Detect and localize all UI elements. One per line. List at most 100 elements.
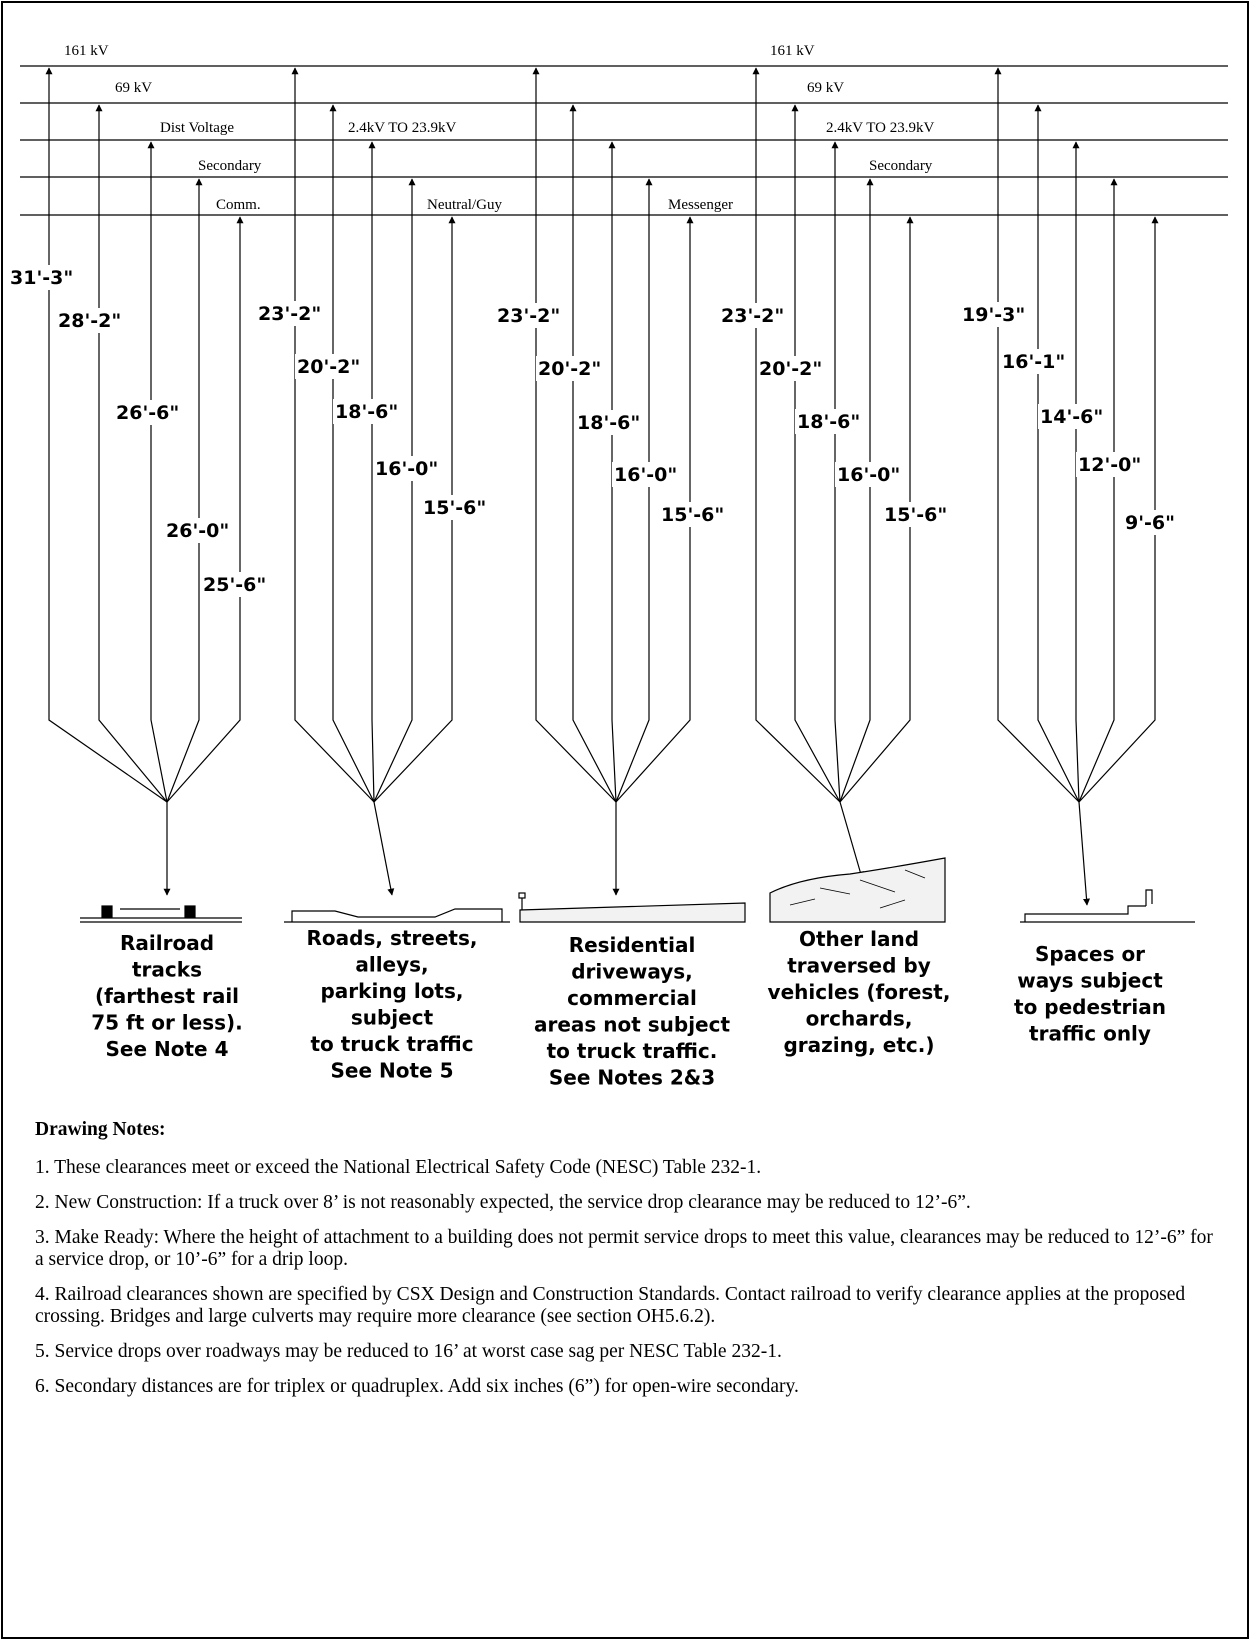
note-item: 3. Make Ready: Where the height of attac… [35,1227,1213,1270]
clearance-label-bg [536,356,604,381]
drawing-notes: Drawing Notes: 1. These clearances meet … [35,1119,1225,1411]
clearance-arrow [95,104,168,803]
clearance-label-bg [164,518,232,543]
case-label-line: Railroad [120,931,214,955]
note-item: 2. New Construction: If a truck over 8’ … [35,1192,971,1213]
clearance-label-bg [612,462,680,487]
clearance-arrow [329,104,375,803]
clearance-group-roads-streets [291,67,456,896]
clearance-label: 19'-3" [962,304,1025,326]
clearance-arrow [291,67,375,803]
other-land-surface [769,857,946,923]
clearance-label-bg [1038,404,1106,429]
clearance-label: 20'-2" [759,358,822,380]
note-item: 6. Secondary distances are for triplex o… [35,1376,799,1397]
wire-label-dist-range-right: 2.4kV TO 23.9kV [826,120,935,136]
clearance-arrow [791,104,841,803]
case-label-line: commercial [567,986,697,1010]
wire-label-dist-voltage: Dist Voltage [160,120,234,136]
clearance-label-bg [1076,452,1144,477]
case-label-line: to truck traffic. [547,1039,718,1063]
wire-label-neutral-guy: Neutral/Guy [427,197,502,213]
ground-surfaces [80,857,1195,923]
railroad-track-surface [80,905,242,923]
clearance-label-bg [757,356,825,381]
clearance-arrow [166,178,203,803]
clearance-label: 16'-1" [1002,351,1065,373]
case-label-line: Roads, streets, [307,926,478,950]
clearance-label: 31'-3" [10,267,73,289]
clearance-label: 9'-6" [1125,512,1175,534]
wire-label-69kv-left: 69 kV [115,80,152,96]
wire-label-dist-range-left: 2.4kV TO 23.9kV [348,120,457,136]
surface-arrow [1078,801,1091,906]
note-item: 5. Service drops over roadways may be re… [35,1341,782,1362]
clearance-arrow [147,141,168,803]
note-item: 4. Railroad clearances shown are specifi… [35,1284,1186,1327]
clearance-label: 28'-2" [58,310,121,332]
clearance-label-bg [421,495,489,520]
case-label-line: orchards, [806,1007,913,1031]
wire-label-69kv-right: 69 kV [807,80,844,96]
clearance-arrow [752,67,841,803]
clearance-label-bg [1000,349,1068,374]
case-label-line: See Note 4 [106,1037,229,1061]
clearance-group-spaces-or [994,67,1159,906]
clearance-arrow [615,216,694,803]
clearance-arrow [608,141,617,803]
driveway-surface [518,892,746,923]
clearance-label-bg [56,308,124,333]
clearance-label: 15'-6" [884,504,947,526]
case-label-line: Spaces or [1035,942,1145,966]
clearance-label-bg [201,572,269,597]
clearance-label-bg [495,303,563,328]
notes-title: Drawing Notes: [35,1119,166,1140]
wire-lines [20,65,1228,216]
clearance-label: 15'-6" [423,497,486,519]
clearance-label-bg [295,354,363,379]
case-label-line: parking lots, [320,979,463,1003]
wire-label-161kv-right: 161 kV [770,43,815,59]
clearance-arrow [373,216,456,803]
case-label-line: tracks [132,958,202,982]
clearance-label-bg [835,462,903,487]
clearance-arrow [368,141,376,803]
clearance-arrow [45,67,168,803]
clearance-arrow [831,141,841,803]
wire-label-comm: Comm. [216,197,261,213]
case-label-line: 75 ft or less). [91,1011,243,1035]
clearance-arrow [1072,141,1080,803]
wire-label-161kv-left: 161 kV [64,43,109,59]
clearance-label: 16'-0" [614,464,677,486]
clearance-label-bg [114,400,182,425]
clearance-arrow [1078,178,1118,803]
clearance-arrow [532,67,617,803]
case-label-line: traversed by [787,954,931,978]
clearance-label: 20'-2" [538,358,601,380]
case-label-line: alleys, [355,953,428,977]
clearance-arrow [839,216,914,803]
case-label-line: traffic only [1029,1022,1151,1046]
clearance-label-bg [659,502,727,527]
clearance-label: 23'-2" [721,305,784,327]
clearance-label: 26'-6" [116,402,179,424]
case-label-line: to pedestrian [1014,995,1166,1019]
clearance-label: 20'-2" [297,356,360,378]
clearance-arrow [994,67,1080,803]
note-item: 1. These clearances meet or exceed the N… [35,1157,762,1178]
case-label-line: Residential [569,933,696,957]
clearance-arrow [615,178,653,803]
clearance-label: 25'-6" [203,574,266,596]
clearance-label: 14'-6" [1040,406,1103,428]
clearance-arrow [839,178,874,803]
case-label-line: Other land [799,927,919,951]
clearance-group-residential [532,67,694,896]
clearance-label-bg [1123,510,1191,535]
case-label-line: See Notes 2&3 [549,1066,715,1090]
clearance-arrows [45,67,1159,906]
clearance-label: 18'-6" [797,411,860,433]
case-label-line: driveways, [571,960,693,984]
clearance-label: 12'-0" [1078,454,1141,476]
clearance-arrow [1078,216,1159,803]
